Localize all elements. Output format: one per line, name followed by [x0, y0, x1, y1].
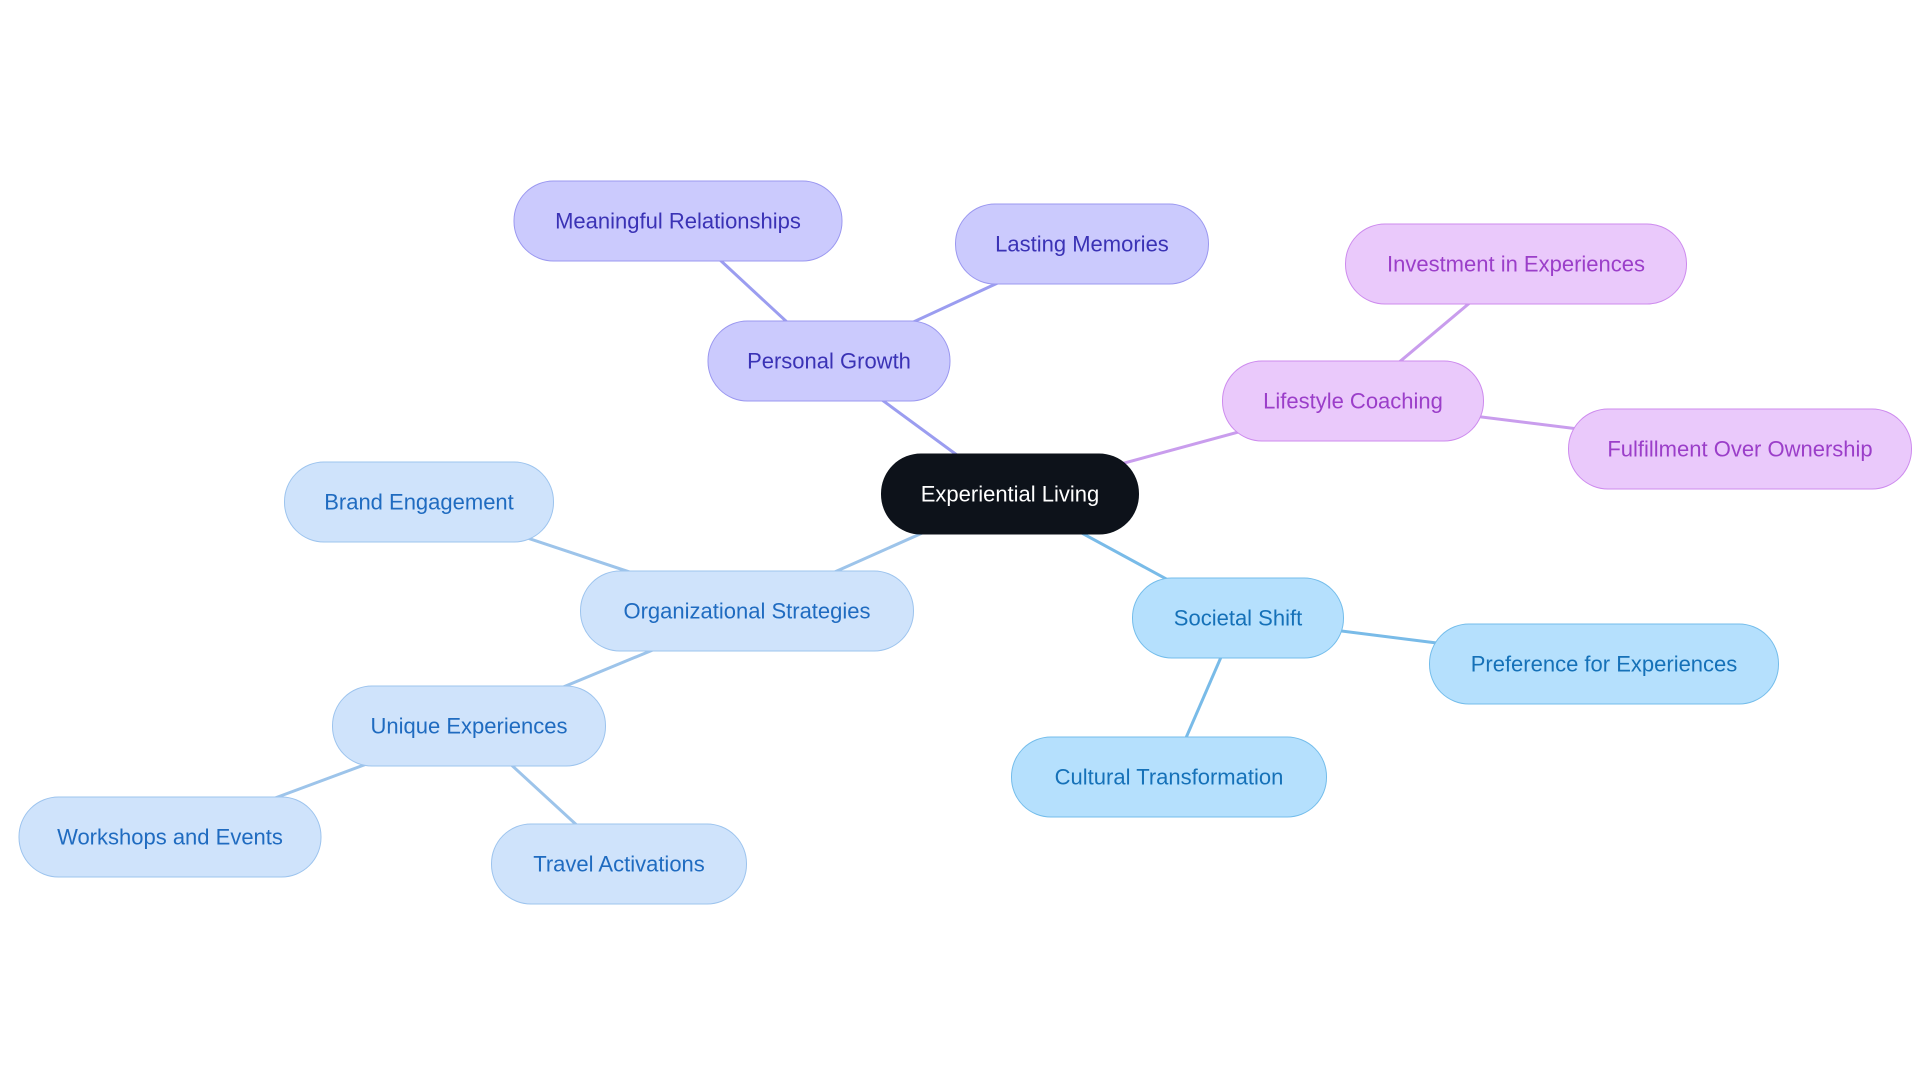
node-fulfillment-over-ownership: Fulfillment Over Ownership — [1568, 408, 1912, 490]
node-meaningful-relationships: Meaningful Relationships — [513, 180, 843, 262]
node-personal-growth: Personal Growth — [707, 320, 951, 402]
node-travel-activations: Travel Activations — [491, 823, 747, 905]
node-unique-experiences: Unique Experiences — [332, 685, 606, 767]
node-lifestyle-coaching: Lifestyle Coaching — [1222, 360, 1484, 442]
node-societal-shift: Societal Shift — [1132, 577, 1344, 659]
node-organizational-strategies: Organizational Strategies — [580, 570, 914, 652]
root-node: Experiential Living — [881, 453, 1139, 535]
node-investment-in-experiences: Investment in Experiences — [1345, 223, 1687, 305]
node-lasting-memories: Lasting Memories — [955, 203, 1209, 285]
node-brand-engagement: Brand Engagement — [284, 461, 554, 543]
node-workshops-and-events: Workshops and Events — [18, 796, 322, 878]
node-preference-for-experiences: Preference for Experiences — [1429, 623, 1779, 705]
node-cultural-transformation: Cultural Transformation — [1011, 736, 1327, 818]
